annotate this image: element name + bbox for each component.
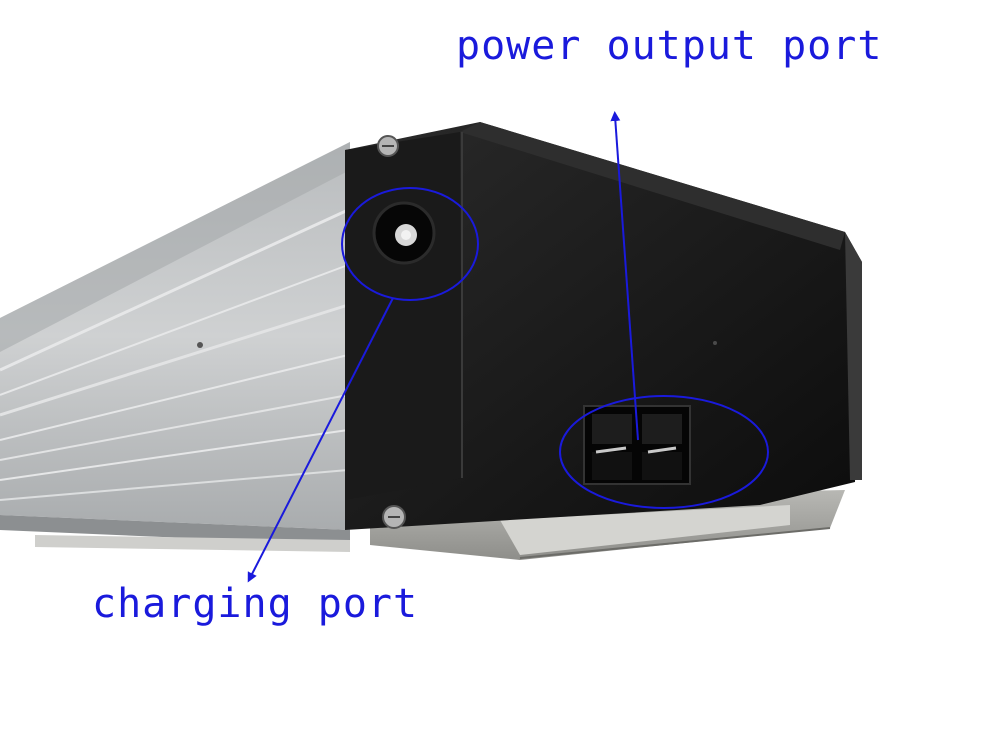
charging-port-arrow-icon xyxy=(247,297,394,583)
power-output-arrow-icon xyxy=(610,111,639,441)
charging-port-label: charging port xyxy=(92,581,419,627)
charging-socket xyxy=(372,201,436,265)
charging-port-highlight xyxy=(341,187,479,301)
power-output-port-label: power output port xyxy=(456,23,883,69)
aluminum-casing xyxy=(0,142,350,552)
screw-icon xyxy=(382,505,406,529)
power-output-port-highlight xyxy=(559,395,769,509)
power-output-connector xyxy=(583,405,691,485)
screw-icon xyxy=(377,135,399,157)
